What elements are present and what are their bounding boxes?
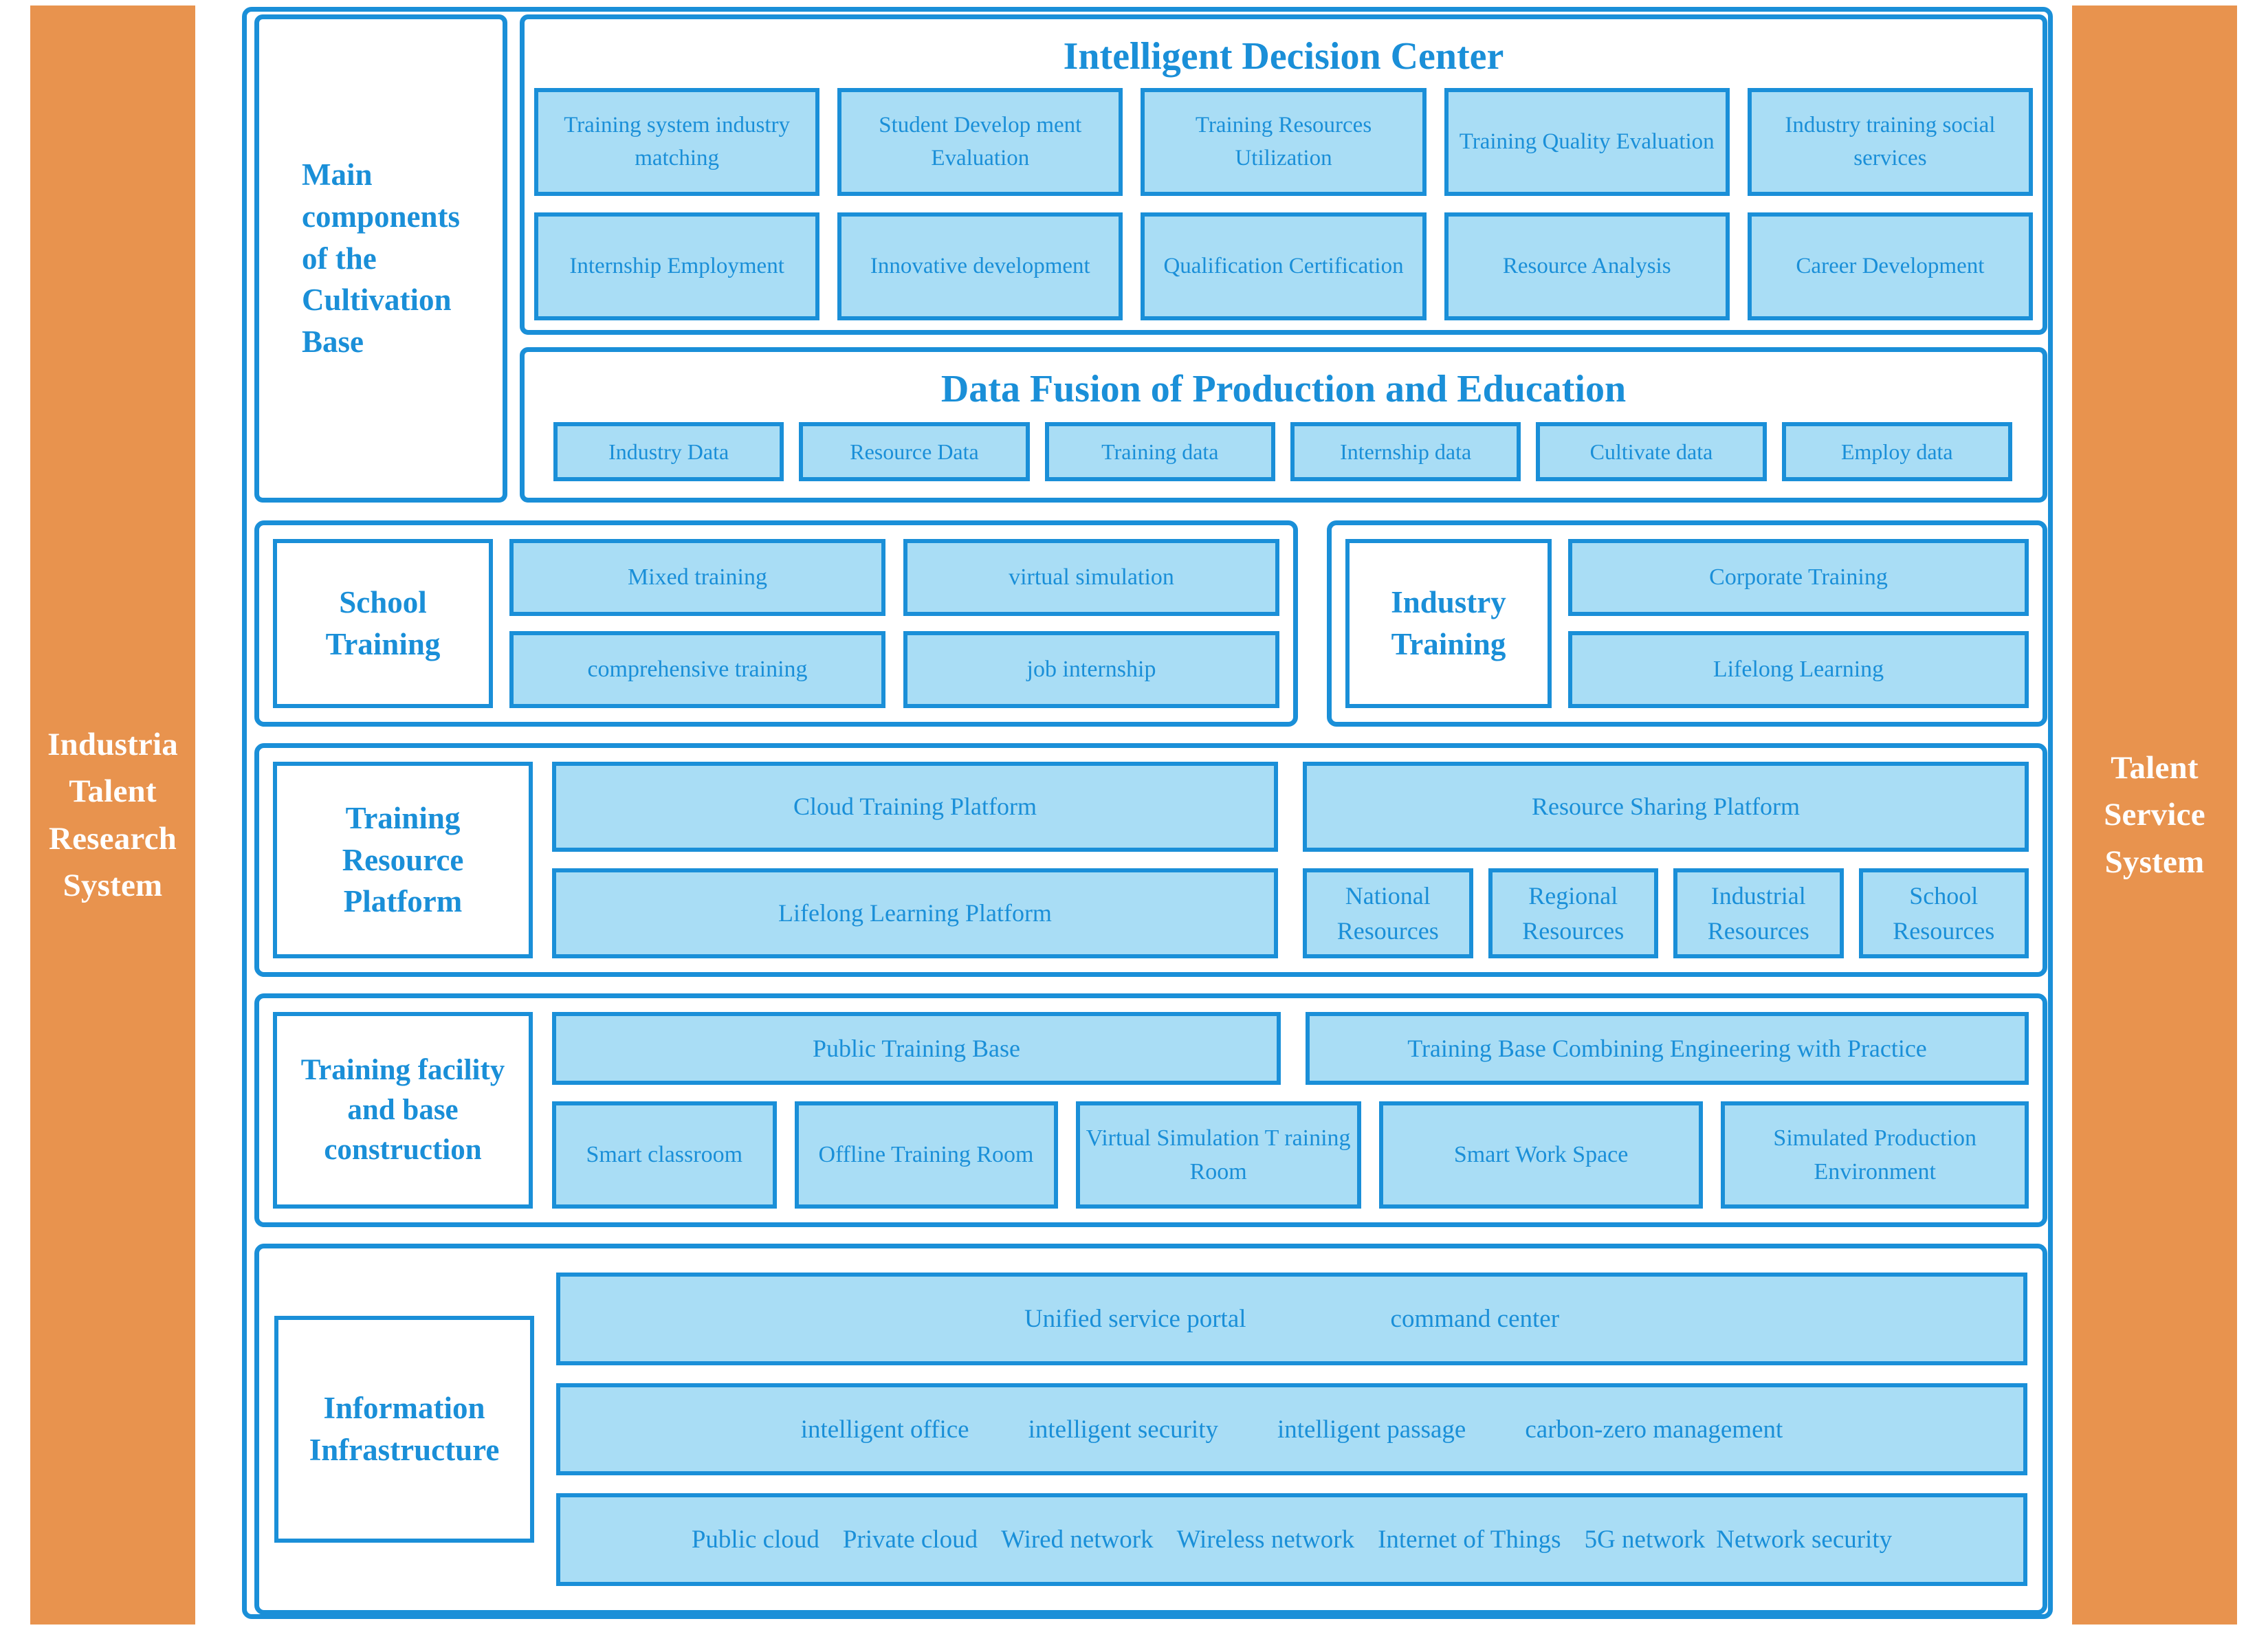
trp-card-national-resources[interactable]: National Resources: [1303, 868, 1473, 958]
cultivation-base-row: Main components of the Cultivation Base …: [254, 14, 2047, 503]
school-training-panel: School Training Mixed training virtual s…: [254, 520, 1298, 727]
facility-card-smart-work-space[interactable]: Smart Work Space: [1378, 1101, 1704, 1209]
intelligent-decision-center-title: Intelligent Decision Center: [1063, 35, 1504, 78]
trp-card-industrial-resources[interactable]: Industrial Resources: [1673, 868, 1844, 958]
sidebar-left-label: Industria Talent Research System: [47, 727, 178, 903]
training-resource-platform-label-box: Training Resource Platform: [273, 762, 533, 958]
infrastructure-token-command-center: command center: [1390, 1304, 1560, 1333]
infrastructure-token-intelligent-security: intelligent security: [1028, 1415, 1218, 1444]
trp-card-cloud-training-platform[interactable]: Cloud Training Platform: [552, 762, 1278, 852]
data-fusion-card-training-data[interactable]: Training data: [1044, 422, 1275, 482]
training-facility-label-box: Training facility and base construction: [273, 1012, 533, 1209]
idc-row-2: Internship Employment Innovative develop…: [534, 212, 2034, 321]
data-fusion-title: Data Fusion of Production and Education: [940, 368, 1627, 410]
infrastructure-token-unified-service-portal: Unified service portal: [1024, 1304, 1246, 1333]
infrastructure-band-services[interactable]: Unified service portal command center: [556, 1273, 2027, 1365]
training-facility-label: Training facility and base construction: [300, 1053, 505, 1167]
intelligent-decision-center-panel: Intelligent Decision Center Training sys…: [520, 14, 2047, 335]
cultivation-base-label-box: Main components of the Cultivation Base: [254, 14, 507, 503]
cultivation-base-content: Intelligent Decision Center Training sys…: [520, 14, 2047, 503]
data-fusion-card-employ-data[interactable]: Employ data: [1781, 422, 2012, 482]
infrastructure-token-private-cloud: Private cloud: [842, 1526, 978, 1554]
sidebar-industrial-talent-research-system: Industria Talent Research System: [30, 5, 195, 1625]
idc-card-industry-training-social-services[interactable]: Industry training social services: [1747, 88, 2034, 197]
cultivation-base-label: Main components of the Cultivation Base: [301, 157, 460, 360]
idc-card-qualification-certification[interactable]: Qualification Certification: [1141, 212, 1427, 321]
trp-card-school-resources[interactable]: School Resources: [1858, 868, 2029, 958]
idc-card-resource-analysis[interactable]: Resource Analysis: [1444, 212, 1730, 321]
infrastructure-token-5g-network: 5G network: [1584, 1526, 1706, 1554]
idc-card-training-system-industry-matching[interactable]: Training system industry matching: [534, 88, 820, 197]
infrastructure-token-internet-of-things: Internet of Things: [1378, 1526, 1561, 1554]
training-resource-platform-panel: Training Resource Platform Cloud Trainin…: [254, 743, 2047, 977]
information-infrastructure-label: Information Infrastructure: [309, 1391, 500, 1467]
data-fusion-card-resource-data[interactable]: Resource Data: [799, 422, 1030, 482]
trp-card-lifelong-learning-platform[interactable]: Lifelong Learning Platform: [552, 868, 1278, 958]
data-fusion-card-internship-data[interactable]: Internship data: [1290, 422, 1521, 482]
data-fusion-card-cultivate-data[interactable]: Cultivate data: [1536, 422, 1767, 482]
main-architecture-frame: Main components of the Cultivation Base …: [242, 7, 2053, 1619]
facility-card-virtual-simulation-training-room[interactable]: Virtual Simulation T raining Room: [1075, 1101, 1361, 1209]
school-training-label-box: School Training: [273, 539, 493, 708]
industry-training-label: Industry Training: [1391, 585, 1506, 661]
industry-training-card-lifelong-learning[interactable]: Lifelong Learning: [1568, 631, 2029, 708]
school-training-label: School Training: [325, 585, 441, 661]
facility-card-training-base-engineering-practice[interactable]: Training Base Combining Engineering with…: [1306, 1012, 2029, 1085]
sidebar-right-label: Talent Service System: [2104, 750, 2205, 880]
industry-training-panel: Industry Training Corporate Training Lif…: [1327, 520, 2047, 727]
information-infrastructure-label-box: Information Infrastructure: [274, 1316, 534, 1543]
trp-card-resource-sharing-platform[interactable]: Resource Sharing Platform: [1303, 762, 2029, 852]
facility-card-simulated-production-environment[interactable]: Simulated Production Environment: [1721, 1101, 2029, 1209]
sidebar-talent-service-system: Talent Service System: [2072, 5, 2237, 1625]
facility-card-offline-training-room[interactable]: Offline Training Room: [794, 1101, 1058, 1209]
school-training-card-virtual-simulation[interactable]: virtual simulation: [903, 539, 1279, 616]
infrastructure-band-network[interactable]: Public cloud Private cloud Wired network…: [556, 1493, 2027, 1587]
training-facility-panel: Training facility and base construction …: [254, 993, 2047, 1227]
industry-training-card-corporate-training[interactable]: Corporate Training: [1568, 539, 2029, 616]
trp-card-regional-resources[interactable]: Regional Resources: [1488, 868, 1658, 958]
training-resource-platform-label: Training Resource Platform: [342, 800, 464, 919]
infrastructure-token-intelligent-passage: intelligent passage: [1277, 1415, 1466, 1444]
industry-training-label-box: Industry Training: [1345, 539, 1552, 708]
infrastructure-token-public-cloud: Public cloud: [691, 1526, 819, 1554]
infrastructure-token-intelligent-office: intelligent office: [800, 1415, 969, 1444]
infrastructure-token-wireless-network: Wireless network: [1176, 1526, 1355, 1554]
idc-card-training-resources-utilization[interactable]: Training Resources Utilization: [1141, 88, 1427, 197]
information-infrastructure-panel: Information Infrastructure Unified servi…: [254, 1244, 2047, 1615]
idc-card-internship-employment[interactable]: Internship Employment: [534, 212, 820, 321]
data-fusion-card-industry-data[interactable]: Industry Data: [553, 422, 784, 482]
school-training-card-job-internship[interactable]: job internship: [903, 631, 1279, 708]
facility-card-public-training-base[interactable]: Public Training Base: [552, 1012, 1281, 1085]
idc-card-training-quality-evaluation[interactable]: Training Quality Evaluation: [1444, 88, 1730, 197]
idc-row-1: Training system industry matching Studen…: [534, 88, 2034, 197]
training-modes-row: School Training Mixed training virtual s…: [254, 520, 2047, 727]
data-fusion-items: Industry Data Resource Data Training dat…: [534, 422, 2033, 482]
infrastructure-token-wired-network: Wired network: [1001, 1526, 1154, 1554]
data-fusion-panel: Data Fusion of Production and Education …: [520, 347, 2047, 503]
school-training-card-comprehensive-training[interactable]: comprehensive training: [509, 631, 885, 708]
school-training-card-mixed-training[interactable]: Mixed training: [509, 539, 885, 616]
idc-card-career-development[interactable]: Career Development: [1747, 212, 2034, 321]
infrastructure-token-network-security: Network security: [1716, 1526, 1893, 1554]
infrastructure-token-carbon-zero-management: carbon-zero management: [1525, 1415, 1783, 1444]
idc-card-student-development-evaluation[interactable]: Student Develop ment Evaluation: [837, 88, 1123, 197]
facility-card-smart-classroom[interactable]: Smart classroom: [552, 1101, 777, 1209]
infrastructure-band-intelligent[interactable]: intelligent office intelligent security …: [556, 1383, 2027, 1476]
idc-card-innovative-development[interactable]: Innovative development: [837, 212, 1123, 321]
